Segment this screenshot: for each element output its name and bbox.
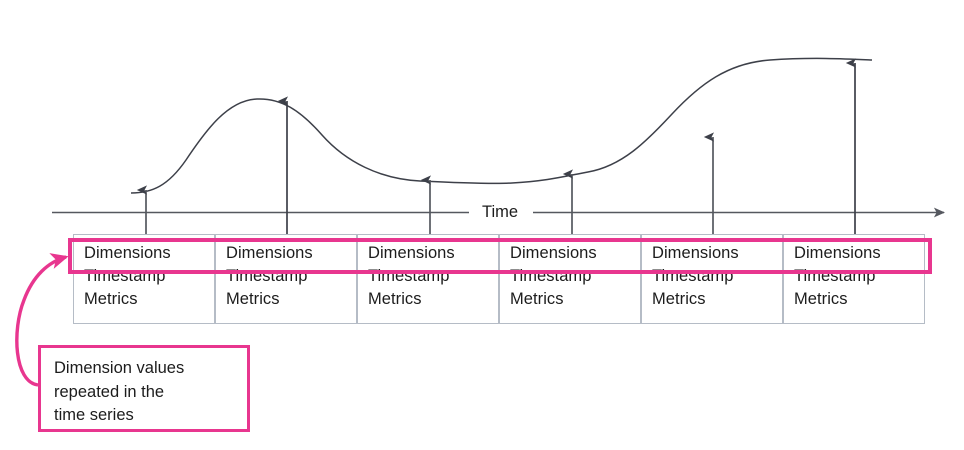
record-metrics: Metrics bbox=[510, 290, 564, 308]
callout-box: Dimension values repeated in the time se… bbox=[38, 345, 250, 432]
record-box[interactable]: Dimensions Timestamp Metrics bbox=[499, 234, 641, 324]
record-box[interactable]: Dimensions Timestamp Metrics bbox=[357, 234, 499, 324]
record-box[interactable]: Dimensions Timestamp Metrics bbox=[783, 234, 925, 324]
callout-line: Dimension values bbox=[54, 359, 185, 377]
record-metrics: Metrics bbox=[794, 290, 848, 308]
callout-line: repeated in the bbox=[54, 382, 165, 401]
record-dimensions: Dimensions bbox=[368, 244, 455, 262]
record-metrics: Metrics bbox=[652, 290, 706, 308]
record-dimensions: Dimensions bbox=[226, 244, 313, 262]
record-timestamp: Timestamp bbox=[84, 267, 166, 285]
record-dimensions: Dimensions bbox=[652, 244, 739, 262]
record-timestamp: Timestamp bbox=[510, 267, 592, 285]
record-metrics: Metrics bbox=[84, 290, 138, 308]
record-timestamp: Timestamp bbox=[226, 267, 308, 285]
record-dimensions: Dimensions bbox=[84, 244, 171, 262]
record-metrics: Metrics bbox=[226, 290, 280, 308]
record-timestamp: Timestamp bbox=[368, 267, 450, 285]
time-axis-label: Time bbox=[475, 203, 526, 222]
record-box[interactable]: Dimensions Timestamp Metrics bbox=[73, 234, 215, 324]
signal-curve bbox=[130, 57, 873, 194]
record-metrics: Metrics bbox=[368, 290, 422, 308]
callout-connector-arrow bbox=[15, 253, 69, 387]
record-box[interactable]: Dimensions Timestamp Metrics bbox=[641, 234, 783, 324]
callout-line: time series bbox=[54, 406, 134, 424]
record-dimensions: Dimensions bbox=[510, 244, 597, 262]
record-dimensions: Dimensions bbox=[794, 244, 881, 262]
record-timestamp: Timestamp bbox=[794, 267, 876, 285]
record-box[interactable]: Dimensions Timestamp Metrics bbox=[215, 234, 357, 324]
record-timestamp: Timestamp bbox=[652, 267, 734, 285]
